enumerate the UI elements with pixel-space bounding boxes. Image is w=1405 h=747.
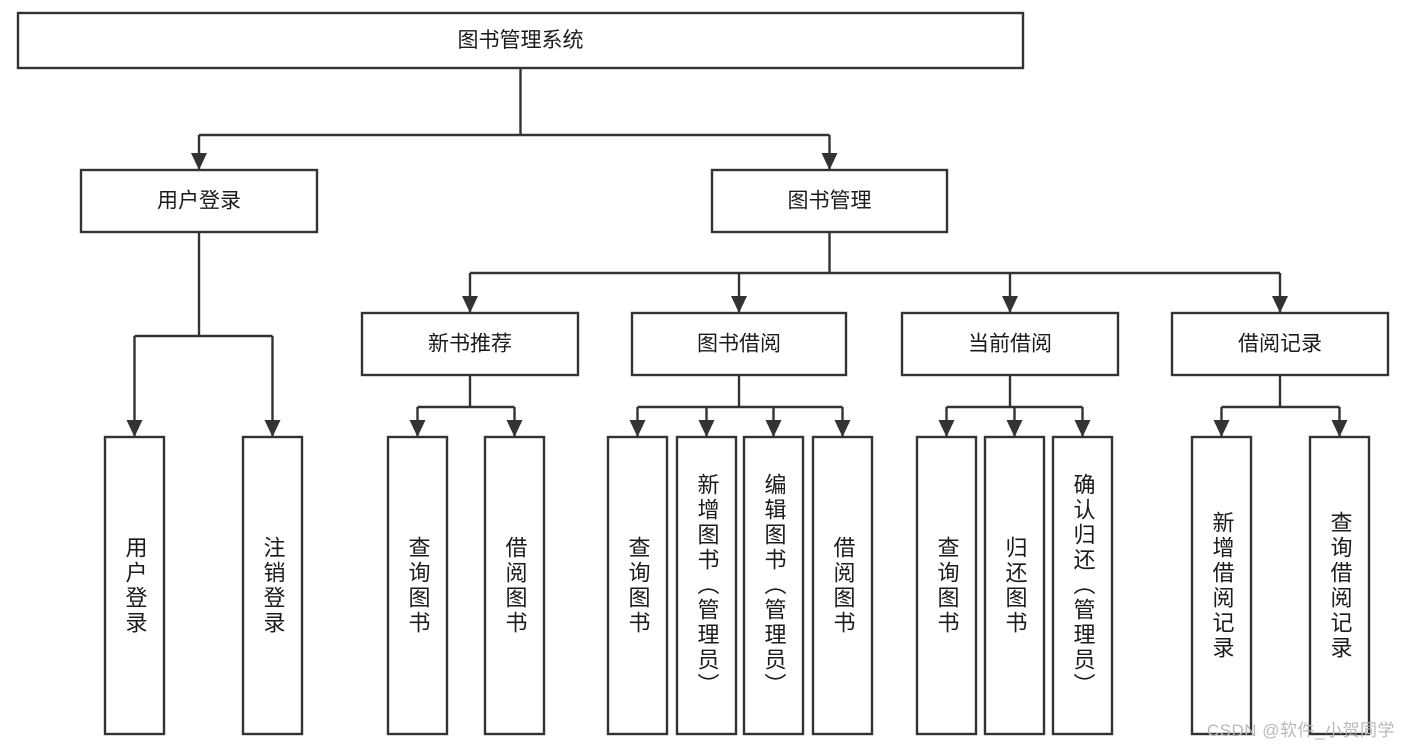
arrow-head-icon <box>698 420 715 437</box>
node-label-current-borrow: 当前借阅 <box>968 333 1052 356</box>
arrow-head-icon <box>834 420 851 437</box>
arrow-head-icon <box>462 296 478 313</box>
node-box-leaf-add-book[interactable] <box>675 435 738 736</box>
arrow-head-icon <box>1331 420 1348 437</box>
node-box-leaf-query-book-2[interactable] <box>606 435 669 736</box>
node-box-leaf-query-book-1[interactable] <box>386 435 449 736</box>
node-box-leaf-logout[interactable] <box>241 435 304 736</box>
arrow-head-icon <box>126 420 143 437</box>
arrow-head-icon <box>821 153 838 170</box>
arrow-head-icon <box>191 153 207 170</box>
node-box-book-manage[interactable] <box>710 168 949 234</box>
node-label-borrow-record: 借阅记录 <box>1238 333 1322 356</box>
node-box-leaf-edit-book[interactable] <box>742 435 805 736</box>
arrow-head-icon <box>1006 420 1023 437</box>
arrow-head-icon <box>1213 420 1230 437</box>
node-label-new-book-rec: 新书推荐 <box>428 333 512 356</box>
arrow-head-icon <box>765 420 782 437</box>
arrow-head-icon <box>629 420 646 437</box>
node-box-leaf-user-login[interactable] <box>103 435 166 736</box>
arrow-head-icon <box>1272 296 1288 313</box>
node-box-leaf-query-book-3[interactable] <box>915 435 978 736</box>
node-box-current-borrow[interactable] <box>900 311 1120 377</box>
arrow-head-icon <box>938 420 955 437</box>
arrow-head-icon <box>1074 420 1091 437</box>
watermark: CSDN @软件_小贺同学 <box>1206 721 1395 740</box>
arrow-head-icon <box>1002 296 1018 313</box>
edges-layer <box>126 68 1348 437</box>
node-label-book-manage: 图书管理 <box>788 190 872 213</box>
node-label-root: 图书管理系统 <box>458 29 584 52</box>
node-box-leaf-borrow-book-2[interactable] <box>811 435 874 736</box>
node-box-leaf-borrow-book-1[interactable] <box>483 435 546 736</box>
node-box-root[interactable] <box>16 11 1025 70</box>
arrow-head-icon <box>506 420 523 437</box>
node-label-book-borrow: 图书借阅 <box>697 333 781 356</box>
node-box-leaf-query-record[interactable] <box>1308 435 1371 736</box>
node-label-user-login: 用户登录 <box>157 190 241 213</box>
node-box-new-book-rec[interactable] <box>360 311 580 377</box>
boxes-layer <box>16 11 1390 736</box>
arrow-head-icon <box>731 296 747 313</box>
node-box-leaf-return-book[interactable] <box>983 435 1046 736</box>
node-box-book-borrow[interactable] <box>630 311 848 377</box>
node-box-leaf-confirm-return[interactable] <box>1051 435 1114 736</box>
node-box-borrow-record[interactable] <box>1170 311 1390 377</box>
arrow-head-icon <box>264 420 281 437</box>
arrow-head-icon <box>409 420 426 437</box>
node-box-leaf-add-record[interactable] <box>1190 435 1253 736</box>
node-box-user-login[interactable] <box>79 168 319 234</box>
